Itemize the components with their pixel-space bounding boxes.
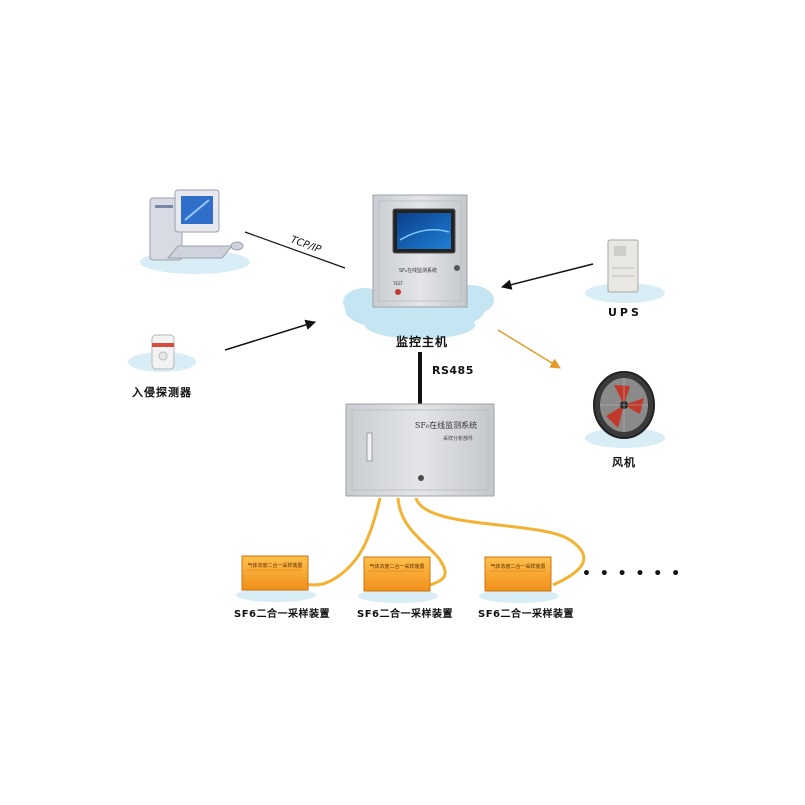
- sampler-3-panel-text: 气体浓度二合一采样装置: [490, 563, 545, 570]
- cable-3: [414, 497, 586, 587]
- intrusion-arrow: [224, 319, 317, 351]
- tcp-ip-link: [244, 231, 346, 269]
- ups-label: UPS: [608, 306, 642, 319]
- sampler-2-label: SF6二合一采样装置: [357, 609, 453, 620]
- monitoring-host: [372, 194, 468, 308]
- more-samplers-ellipsis: • • • • • •: [582, 566, 683, 582]
- intrusion-detector-icon: [128, 334, 196, 372]
- host-button-caption: TEST: [392, 281, 404, 286]
- ups-arrow: [500, 263, 594, 290]
- sampler-3-label: SF6二合一采样装置: [478, 609, 574, 620]
- host-panel-caption: SF₆在线监测系统: [399, 267, 437, 274]
- controller-handle: [366, 432, 373, 462]
- sampler-1: [236, 555, 316, 602]
- host-key-lock: [454, 265, 460, 271]
- sampler-cables: [306, 497, 586, 587]
- controller-subtitle: 采样分析部件: [443, 435, 473, 442]
- host-test-button: [395, 289, 401, 295]
- fan-arrow: [497, 329, 561, 369]
- controller-lock: [418, 475, 424, 481]
- tcp-ip-label: TCP/IP: [289, 234, 323, 255]
- computer-icon: [140, 189, 250, 274]
- ups-icon: [585, 239, 665, 303]
- intrusion-label: 入侵探测器: [132, 386, 192, 399]
- fan-label: 风机: [612, 456, 636, 469]
- fan-icon: [585, 371, 665, 448]
- rs485-label: RS485: [432, 364, 474, 377]
- sampler-3: [479, 556, 559, 603]
- sampler-2: [358, 556, 438, 603]
- controller-title: SF₆在线监测系统: [415, 420, 477, 430]
- sampling-controller: [345, 403, 495, 497]
- sampler-1-label: SF6二合一采样装置: [234, 609, 330, 620]
- sampler-2-panel-text: 气体浓度二合一采样装置: [369, 563, 424, 570]
- sampler-1-panel-text: 气体浓度二合一采样装置: [247, 562, 302, 569]
- cable-1: [306, 497, 382, 587]
- host-label: 监控主机: [396, 335, 449, 349]
- cable-2: [396, 497, 447, 587]
